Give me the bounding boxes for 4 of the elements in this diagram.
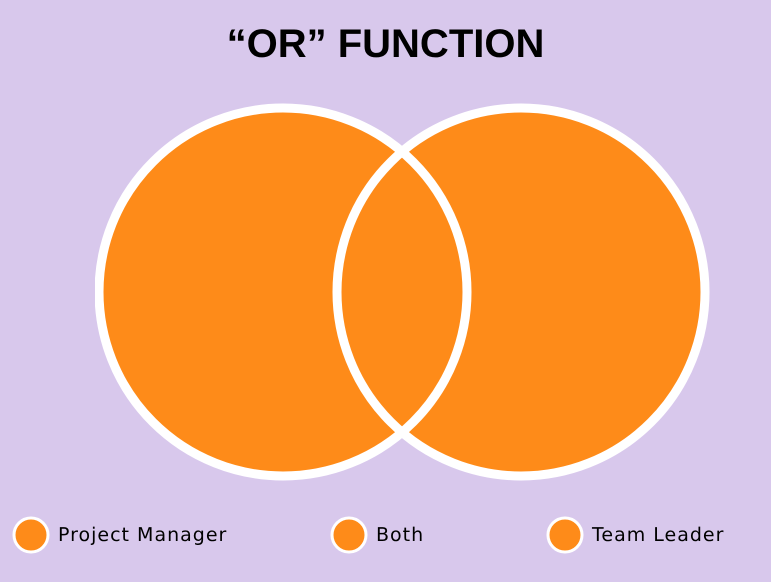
title: “OR” FUNCTION (226, 22, 544, 67)
legend-label: Team Leader (592, 524, 724, 546)
legend-label: Project Manager (58, 524, 228, 546)
legend-label: Both (376, 524, 424, 546)
